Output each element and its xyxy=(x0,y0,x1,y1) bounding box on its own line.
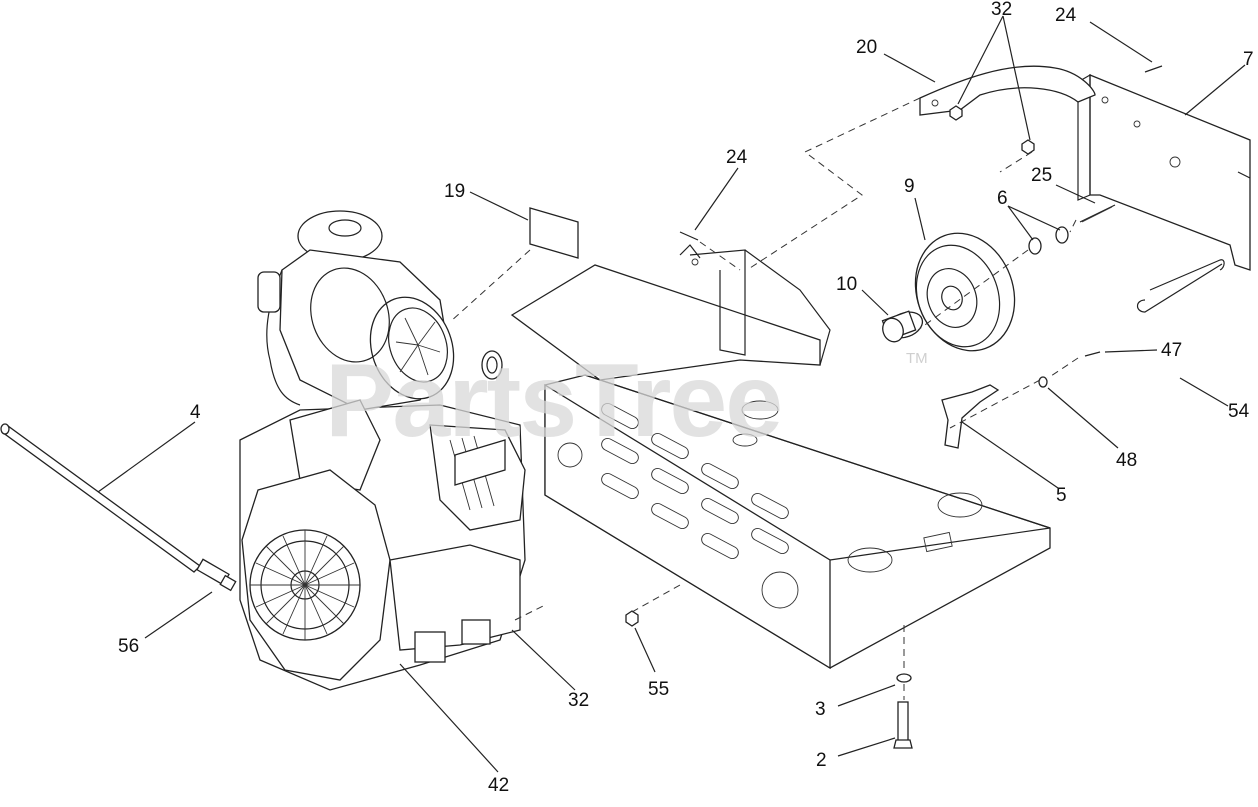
callout-5: 5 xyxy=(1056,485,1067,506)
watermark: PartsTree xyxy=(325,343,783,459)
engine xyxy=(239,210,526,691)
belt-guide xyxy=(919,65,1096,116)
bolt-24-top xyxy=(1144,65,1163,73)
pulley xyxy=(914,232,1016,352)
bolt-2 xyxy=(893,701,913,749)
bolt-24-mid xyxy=(679,231,699,241)
nut-55 xyxy=(625,610,639,627)
callout-24-top: 24 xyxy=(1055,5,1077,26)
washers xyxy=(1028,226,1069,255)
callout-7: 7 xyxy=(1243,49,1254,70)
callout-48: 48 xyxy=(1116,450,1138,471)
assembly-lines xyxy=(449,97,1079,700)
washer-48 xyxy=(1038,376,1048,388)
trademark-mark: TM xyxy=(906,350,928,367)
drain-tube xyxy=(0,423,201,573)
callout-20: 20 xyxy=(856,37,878,58)
spacer xyxy=(881,310,924,343)
callout-25: 25 xyxy=(1031,165,1053,186)
washer-3 xyxy=(896,673,912,683)
lever xyxy=(941,384,1000,449)
callout-47: 47 xyxy=(1161,340,1183,361)
engine-mount-bracket xyxy=(510,244,831,381)
callout-6: 6 xyxy=(997,188,1008,209)
callout-32-bottom: 32 xyxy=(568,690,590,711)
callout-4: 4 xyxy=(190,402,201,423)
callout-9: 9 xyxy=(904,176,915,197)
decal xyxy=(529,207,579,259)
callout-10: 10 xyxy=(836,274,858,295)
drain-fitting xyxy=(196,558,237,592)
callout-55: 55 xyxy=(648,679,670,700)
callout-42: 42 xyxy=(488,775,510,796)
leader-lines xyxy=(97,15,1246,773)
callout-32-top: 32 xyxy=(991,0,1013,20)
bolt-25 xyxy=(1079,204,1116,223)
hairpin xyxy=(1136,259,1225,313)
pulley-bracket xyxy=(1077,73,1251,271)
bolt-47 xyxy=(1084,351,1101,357)
callout-56: 56 xyxy=(118,636,140,657)
frame xyxy=(544,374,1051,670)
callout-2: 2 xyxy=(816,750,827,771)
callout-19: 19 xyxy=(444,181,466,202)
callout-24-mid: 24 xyxy=(726,147,748,168)
callout-3: 3 xyxy=(815,699,826,720)
callout-54: 54 xyxy=(1228,401,1250,422)
